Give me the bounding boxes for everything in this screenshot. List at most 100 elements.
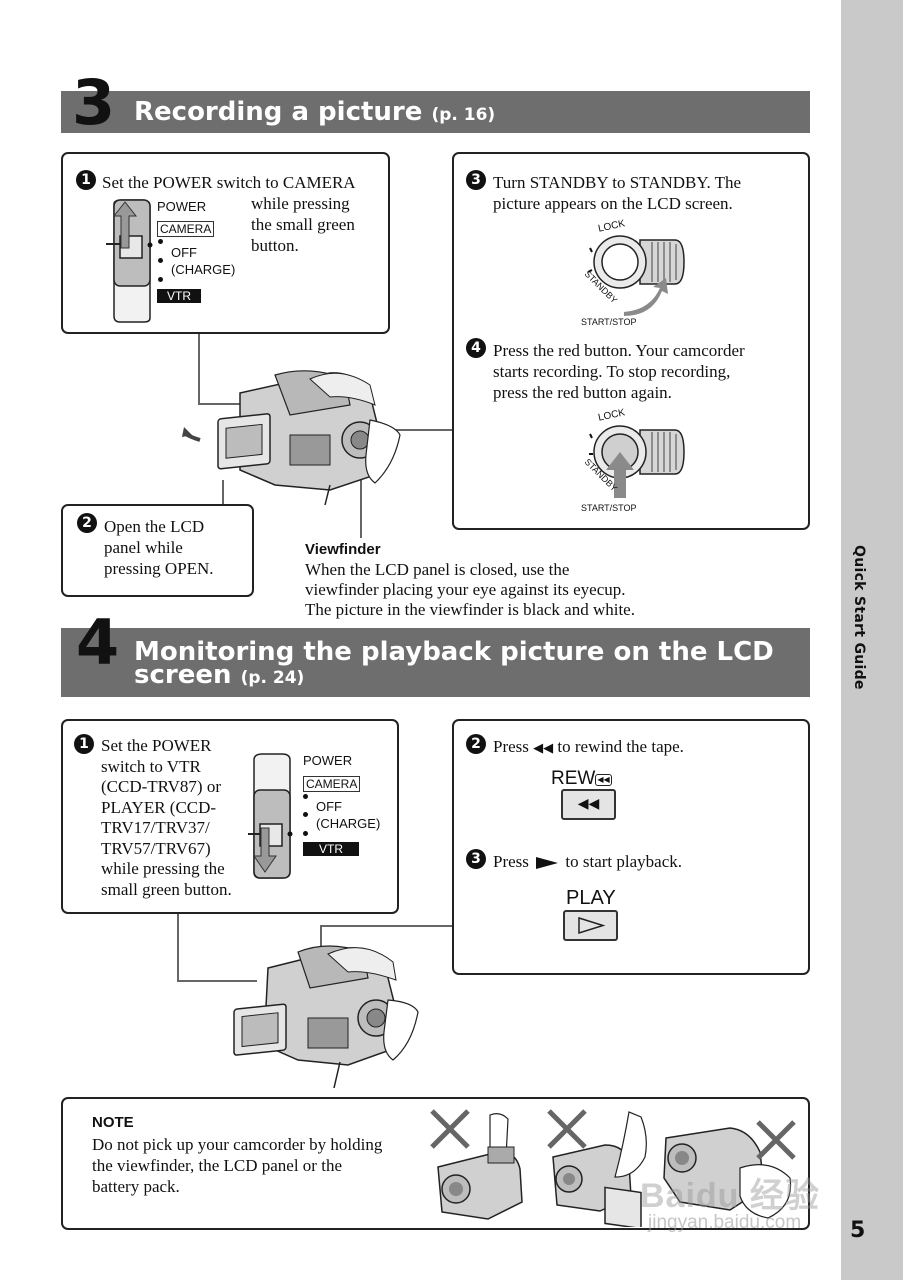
connector-line xyxy=(177,980,257,982)
rewind-small-icon: ◀◀ xyxy=(595,774,612,786)
step-text-line: switch to VTR xyxy=(101,756,201,776)
step-text-line: pressing OPEN. xyxy=(104,559,214,578)
play-label: PLAY xyxy=(566,887,616,909)
step-instruction-cont: while pressing the small green button. xyxy=(251,193,381,256)
cross-mark xyxy=(756,1120,796,1160)
section4-header-band xyxy=(61,628,810,697)
page-number: 5 xyxy=(850,1218,866,1243)
connector-line xyxy=(198,333,200,405)
step-instruction: Set the POWER switch to VTR (CCD-TRV87) … xyxy=(101,736,261,900)
rew-label: REW◀◀ xyxy=(551,768,612,790)
viewfinder-text-line: The picture in the viewfinder is black a… xyxy=(305,600,635,619)
section3-title: Recording a picture (p. 16) xyxy=(134,99,495,125)
section3-title-text: Recording a picture xyxy=(134,97,423,127)
connector-line xyxy=(360,470,362,538)
viewfinder-text-line: viewfinder placing your eye against its … xyxy=(305,580,626,599)
step-number-badge: 2 xyxy=(77,513,97,533)
step-text-line: PLAYER (CCD- xyxy=(101,797,217,817)
rewind-button[interactable]: ◀◀ xyxy=(561,789,616,820)
step-text-line: TRV57/TRV67) xyxy=(101,838,211,858)
step-number-badge: 1 xyxy=(74,734,94,754)
step-text-line: Set the POWER xyxy=(101,736,212,755)
connector-line xyxy=(198,403,246,405)
switch-label-power: POWER xyxy=(303,753,353,768)
step-text-line: TRV17/TRV37/ xyxy=(101,818,210,837)
wrong-grip-battery-illustration xyxy=(663,1120,796,1219)
wrong-grip-lcd-illustration xyxy=(547,1109,647,1227)
section3-number: 3 xyxy=(72,66,116,139)
connector-line xyxy=(222,480,224,505)
step-text-pre: Press xyxy=(493,737,529,756)
record-button-press-illustration xyxy=(589,425,685,498)
switch-label-charge: (CHARGE) xyxy=(171,262,236,277)
step-number-badge: 1 xyxy=(76,170,96,190)
section4-page-ref: (p. 24) xyxy=(240,668,305,688)
section4-title-line2: screen xyxy=(134,660,232,690)
camcorder-lcd-open-illustration xyxy=(182,370,401,506)
step-instruction: Open the LCD panel while pressing OPEN. xyxy=(104,516,254,579)
watermark-url: jingyan.baidu.com xyxy=(648,1212,802,1233)
power-switch-illustration xyxy=(248,753,293,879)
step-text-line: small green button. xyxy=(101,879,232,899)
play-outline-icon xyxy=(578,916,606,935)
switch-label-camera: CAMERA xyxy=(303,776,361,792)
switch-label-camera-wrap: CAMERA xyxy=(157,220,215,238)
step-text-line: picture appears on the LCD screen. xyxy=(493,194,733,213)
power-switch-illustration xyxy=(106,199,153,323)
connector-line xyxy=(177,913,179,981)
switch-dot xyxy=(303,794,308,799)
camcorder-playback-illustration xyxy=(233,945,419,1089)
sidebar-strip xyxy=(841,0,903,1280)
step-text-line: while pressing the xyxy=(101,859,225,878)
switch-label-camera-wrap: CAMERA xyxy=(303,775,361,793)
step-instruction: Press ◀◀ to rewind the tape. xyxy=(493,736,684,759)
play-icon xyxy=(536,857,559,870)
connector-line xyxy=(320,925,453,927)
step-text-line: Open the LCD xyxy=(104,517,205,536)
step-text-line: starts recording. To stop recording, xyxy=(493,362,731,381)
play-button[interactable] xyxy=(563,910,618,941)
step-text-line: Press the red button. Your camcorder xyxy=(493,341,745,360)
note-text-line: battery pack. xyxy=(92,1177,180,1196)
switch-label-vtr: VTR xyxy=(303,842,359,856)
step-text-line: while pressing xyxy=(251,194,350,213)
step-instruction: Turn STANDBY to STANDBY. The picture app… xyxy=(493,172,803,214)
step-text-line: panel while xyxy=(104,538,183,557)
switch-label-vtr-wrap: VTR xyxy=(157,287,201,305)
switch-dot xyxy=(158,258,163,263)
switch-label-charge: (CHARGE) xyxy=(316,816,381,831)
switch-label-camera: CAMERA xyxy=(157,221,215,237)
step-text-line: Set the POWER switch to CAMERA xyxy=(102,173,356,192)
switch-label-off: OFF xyxy=(171,245,197,260)
step-instruction: Press the red button. Your camcorder sta… xyxy=(493,340,803,403)
step-number-badge: 3 xyxy=(466,170,486,190)
step-text-line: the small green xyxy=(251,215,355,234)
step-text-line: (CCD-TRV87) or xyxy=(101,777,221,796)
switch-dot xyxy=(158,239,163,244)
section4-title-line2-wrap: screen (p. 24) xyxy=(134,662,774,690)
step-text-line: press the red button again. xyxy=(493,383,672,402)
viewfinder-text-line: When the LCD panel is closed, use the xyxy=(305,560,570,579)
step-instruction: Press to start playback. xyxy=(493,851,682,872)
viewfinder-description: When the LCD panel is closed, use the vi… xyxy=(305,560,725,620)
switch-label-off: OFF xyxy=(316,799,342,814)
note-text-line: the viewfinder, the LCD panel or the xyxy=(92,1156,342,1175)
switch-label-power: POWER xyxy=(157,199,207,214)
switch-label-vtr-wrap: VTR xyxy=(303,840,359,858)
switch-label-vtr: VTR xyxy=(157,289,201,303)
step-text-pre: Press xyxy=(493,852,529,871)
section4-title: Monitoring the playback picture on the L… xyxy=(134,639,774,690)
dial-label-startstop: START/STOP xyxy=(581,503,637,513)
rewind-icon: ◀◀ xyxy=(577,796,600,812)
wrong-grip-viewfinder-illustration xyxy=(430,1109,523,1220)
note-title: NOTE xyxy=(92,1114,134,1131)
standby-dial-turn-illustration xyxy=(587,235,685,316)
step-box-rewind-play xyxy=(452,719,810,975)
section3-page-ref: (p. 16) xyxy=(431,105,496,125)
switch-dot xyxy=(303,831,308,836)
step-instruction: Set the POWER switch to CAMERA xyxy=(102,172,382,193)
section4-number: 4 xyxy=(76,606,120,679)
connector-line xyxy=(320,925,322,950)
note-text: Do not pick up your camcorder by holding… xyxy=(92,1134,427,1197)
rew-label-text: REW xyxy=(551,768,596,789)
